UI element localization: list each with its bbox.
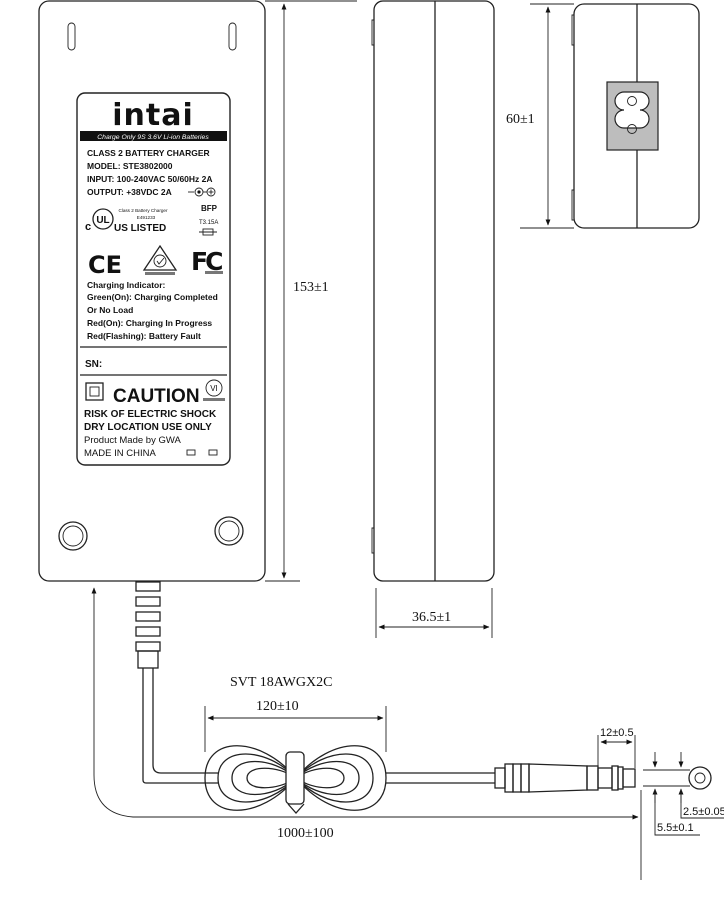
height-label: 153±1 [293,280,329,295]
dc-plug [494,763,636,793]
foot-left [58,521,88,551]
cable-inner [152,668,218,774]
strain-relief [135,581,161,669]
caution-text: CAUTION [113,386,200,407]
inner-diameter-label: 2.5±0.05 [683,806,724,818]
warning-dry: DRY LOCATION USE ONLY [84,422,212,433]
plug-end-view [688,766,712,790]
made-by: Product Made by GWA [84,435,181,446]
cable-type-label: SVT 18AWGX2C [230,675,332,690]
end-height-label: 60±1 [506,112,535,127]
warning-shock: RISK OF ELECTRIC SHOCK [84,409,217,420]
led-green [186,449,196,456]
ul-listed: US LISTED [114,223,166,234]
depth-label: 36.5±1 [412,610,451,625]
vent-slot-right [228,22,237,51]
dim-plug-length: 12±0.5 [597,727,636,768]
efficiency-mark [203,379,225,401]
dim-plug-diameters: 2.5±0.05 5.5±0.1 [643,752,724,836]
cable-coil [204,745,387,814]
brand-logo: intai [112,98,194,133]
fuse-rating: T3.15A [199,220,218,226]
plug-length-label: 12±0.5 [600,727,634,739]
fuse-icon [199,228,217,236]
label-line-class: CLASS 2 BATTERY CHARGER [87,148,210,158]
label-line-output: OUTPUT: +38VDC 2A [87,187,172,197]
ul-category: Class 2 Battery Charger [118,208,167,213]
dim-cable-length: 1000±100 [91,587,642,880]
dim-end-height: 60±1 [506,3,574,229]
label-banner [80,131,227,141]
cable-tie [285,751,305,805]
made-in: MADE IN CHINA [84,448,156,459]
label-line-input: INPUT: 100-240VAC 50/60Hz 2A [87,174,213,184]
caution-box [85,382,104,401]
coil-length-label: 120±10 [256,699,299,714]
indicator-red-flash: Red(Flashing): Battery Fault [87,331,201,341]
ul-text: UL [96,215,109,226]
ul-mark: UL c [85,208,114,233]
ce-mark: CE [88,251,122,279]
side-view [371,0,495,582]
charger-body-side [373,0,495,582]
indicator-red: Red(On): Charging In Progress [87,318,212,328]
ul-file: E491233 [137,215,156,220]
rcm-mark [142,244,178,275]
indicator-green: Green(On): Charging Completed [87,292,218,302]
end-view [571,3,700,229]
dim-coil: 120±10 [204,699,387,752]
banner-text: Charge Only 9S 3.6V Li-ion Batteries [97,134,209,141]
front-view: intai Charge Only 9S 3.6V Li-ion Batteri… [38,0,266,582]
indicator-title: Charging Indicator: [87,280,166,290]
led-red [208,449,218,456]
label-line-model: MODEL: STE3802000 [87,161,173,171]
product-label [76,92,231,466]
cable-length-label: 1000±100 [277,826,334,841]
polarity-symbol [188,187,216,197]
serial-number: SN: [85,359,102,370]
ul-c: c [85,221,91,233]
outer-diameter-label: 5.5±0.1 [657,822,694,834]
dim-depth: 36.5±1 [375,588,493,638]
c8-socket [614,91,650,129]
dim-height: 153±1 [265,0,357,582]
bfp-mark: BFP [201,204,218,213]
indicator-green-2: Or No Load [87,305,133,315]
foot-right [214,516,244,546]
vent-slot-left [67,22,76,51]
charger-body-front [38,0,266,582]
efficiency-level: VI [210,384,218,393]
